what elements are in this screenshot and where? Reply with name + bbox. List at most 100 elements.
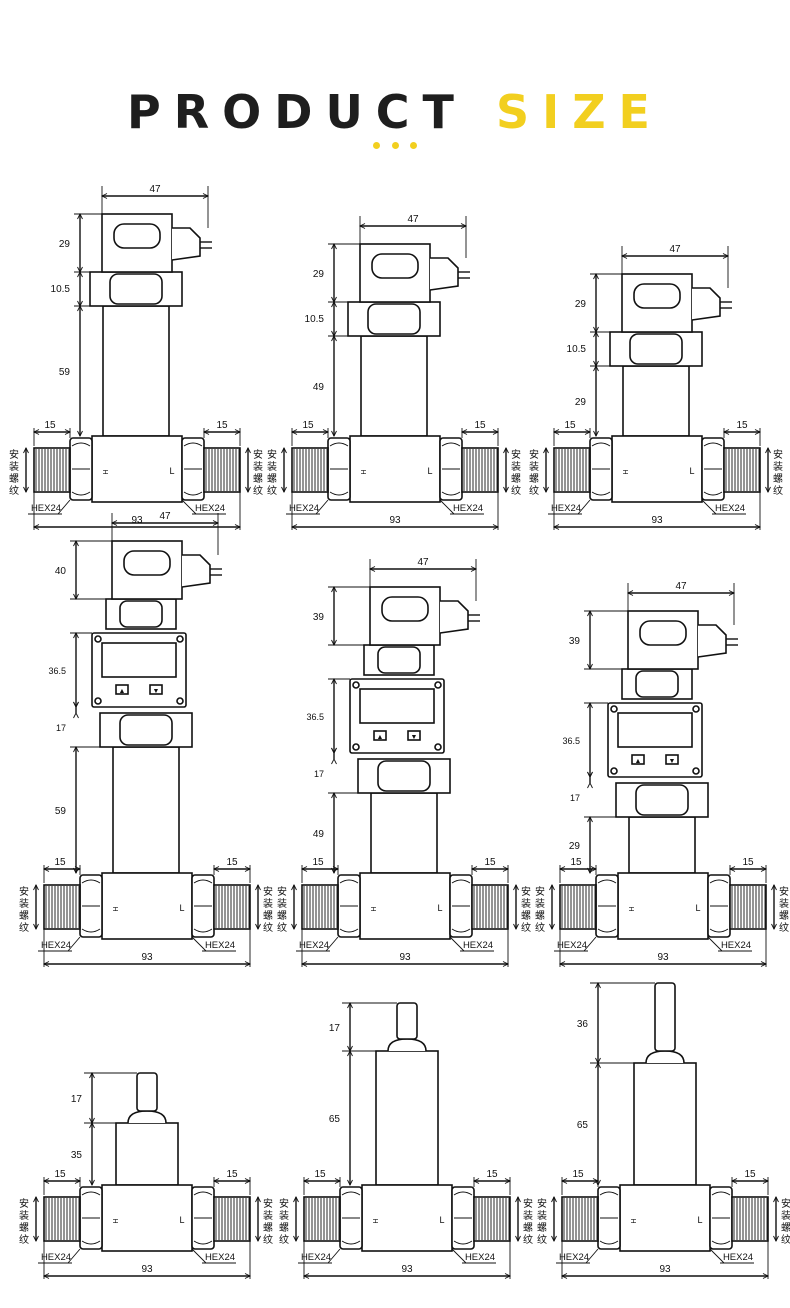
nut-height-dim-line-arrow-bottom — [593, 360, 599, 368]
base-length-dim-label: 93 — [131, 515, 143, 526]
head-height-dim-line-arrow-bottom — [331, 639, 337, 647]
thread-left-label: 装 — [9, 460, 19, 473]
port-right-dim-line-arrow-left — [212, 866, 220, 872]
stem-height-dim-label: 49 — [313, 829, 325, 840]
left-hex-nut-edge — [81, 1191, 101, 1196]
thread-right-dim-line-arrow-top — [503, 446, 509, 454]
stem-height-dim-label: 65 — [577, 1120, 589, 1131]
base-length-dim-label: 93 — [141, 952, 153, 963]
right-hex-nut-edge — [441, 491, 461, 496]
plug-height-dim-line-arrow-top — [89, 1071, 95, 1079]
thread-right-dim-line-arrow-bottom — [245, 486, 251, 494]
connector-head-window — [633, 283, 681, 309]
right-hex-nut-edge — [193, 879, 213, 884]
thread-right-dim-line-arrow-bottom — [503, 486, 509, 494]
stem-height-dim-line-arrow-bottom — [331, 430, 337, 438]
left-hex-nut-edge — [81, 928, 101, 933]
upper-nut-flat — [377, 646, 421, 674]
thread-left-label: 螺 — [529, 473, 539, 485]
sensor-stem — [628, 816, 696, 874]
title-word-product: PRODUCT — [127, 85, 467, 139]
port-left-dim-line-arrow-right — [74, 1178, 82, 1184]
connector-head-window — [639, 620, 687, 646]
plug-height-dim-line-arrow-top — [347, 1001, 353, 1009]
plug-height-dim-line-arrow-top — [595, 981, 601, 989]
port-right-dim-line-arrow-right — [492, 429, 500, 435]
hex-right-label: HEX24 — [723, 1252, 753, 1263]
display-screw — [352, 681, 360, 689]
thread-right-label: 纹 — [253, 484, 263, 497]
base-length-dim-label: 93 — [651, 515, 663, 526]
left-hex-nut-edge — [599, 1240, 619, 1245]
left-hex-nut-edge — [597, 879, 617, 884]
left-thread-fitting — [301, 884, 339, 930]
low-port-mark: L — [427, 466, 432, 476]
left-thread-fitting — [303, 1196, 341, 1242]
head-height-dim-line-arrow-bottom — [331, 296, 337, 304]
base-length-dim-line-arrow-right — [502, 961, 510, 967]
right-hex-nut-edge — [453, 1240, 473, 1245]
hex-left-leader — [583, 936, 597, 952]
thread-left-label: 安 — [535, 885, 545, 898]
head-height-dim-line-arrow-bottom — [593, 326, 599, 334]
thread-left-label: 装 — [19, 897, 29, 910]
port-left-dim-line-arrow-left — [32, 429, 40, 435]
thread-left-dim-line-arrow-bottom — [281, 486, 287, 494]
hex-right-label: HEX24 — [465, 1252, 495, 1263]
thread-left-label: 纹 — [267, 484, 277, 497]
port-right-dim-label: 15 — [744, 1169, 756, 1180]
left-hex-nut-edge — [329, 491, 349, 496]
plug-height-dim-line-arrow-bottom — [595, 1057, 601, 1065]
thread-left-dim-line-arrow-top — [23, 446, 29, 454]
thread-left-dim-line-arrow-top — [33, 883, 39, 891]
cable-gland — [429, 257, 459, 291]
right-hex-nut-edge — [441, 442, 461, 447]
low-port-mark: L — [437, 903, 442, 913]
hex-right-leader — [439, 499, 455, 515]
hex-left-leader — [315, 499, 329, 515]
sensor-stem — [360, 335, 428, 437]
width-dim-line-arrow-left — [100, 193, 108, 199]
sensor-body — [101, 872, 193, 940]
base-length-dim-line-arrow-left — [552, 524, 560, 530]
thread-right-label: 安 — [521, 885, 531, 898]
display-up-button-glyph: ▲ — [119, 688, 126, 695]
right-hex-nut-edge — [703, 491, 723, 496]
hex-right-label: HEX24 — [453, 503, 483, 514]
thread-left-label: 纹 — [537, 1233, 547, 1246]
thread-right-dim-line-arrow-top — [773, 1195, 779, 1203]
right-thread-fitting — [723, 447, 761, 493]
stem-height-dim-label: 59 — [55, 806, 67, 817]
port-right-dim-line-arrow-right — [760, 866, 768, 872]
left-hex-nut-edge — [591, 491, 611, 496]
hex-left-leader — [327, 1248, 341, 1264]
right-hex-nut-edge — [451, 928, 471, 933]
nut-height-dim-line-arrow-top — [331, 757, 337, 765]
thread-left-label: 螺 — [9, 473, 19, 485]
display-up-button — [631, 754, 645, 765]
port-right-dim-label: 15 — [226, 857, 238, 868]
port-right-dim-label: 15 — [484, 857, 496, 868]
left-hex-nut-edge — [341, 1240, 361, 1245]
thread-right-label: 安 — [253, 448, 263, 461]
process-nut-flat — [119, 714, 173, 746]
right-hex-nut-edge — [703, 442, 723, 447]
right-thread-fitting — [213, 884, 251, 930]
thread-left-label: 安 — [267, 448, 277, 461]
port-right-dim-line-arrow-right — [762, 1178, 770, 1184]
title-dots-decoration — [373, 142, 417, 152]
hex-left-label: HEX24 — [559, 1252, 589, 1263]
thread-left-dim-line-arrow-bottom — [33, 923, 39, 931]
left-hex-nut-edge — [591, 442, 611, 447]
head-height-dim-line-arrow-top — [587, 609, 593, 617]
width-dim-line-arrow-left — [110, 520, 118, 526]
thread-left-label: 装 — [537, 1209, 547, 1222]
left-hex-nut-edge — [329, 442, 349, 447]
thread-right-label: 螺 — [779, 910, 789, 922]
sensor-body — [349, 435, 441, 503]
thread-right-label: 螺 — [511, 473, 521, 485]
left-hex-nut-edge — [339, 879, 359, 884]
right-thread-fitting — [731, 1196, 769, 1242]
right-thread-fitting — [473, 1196, 511, 1242]
